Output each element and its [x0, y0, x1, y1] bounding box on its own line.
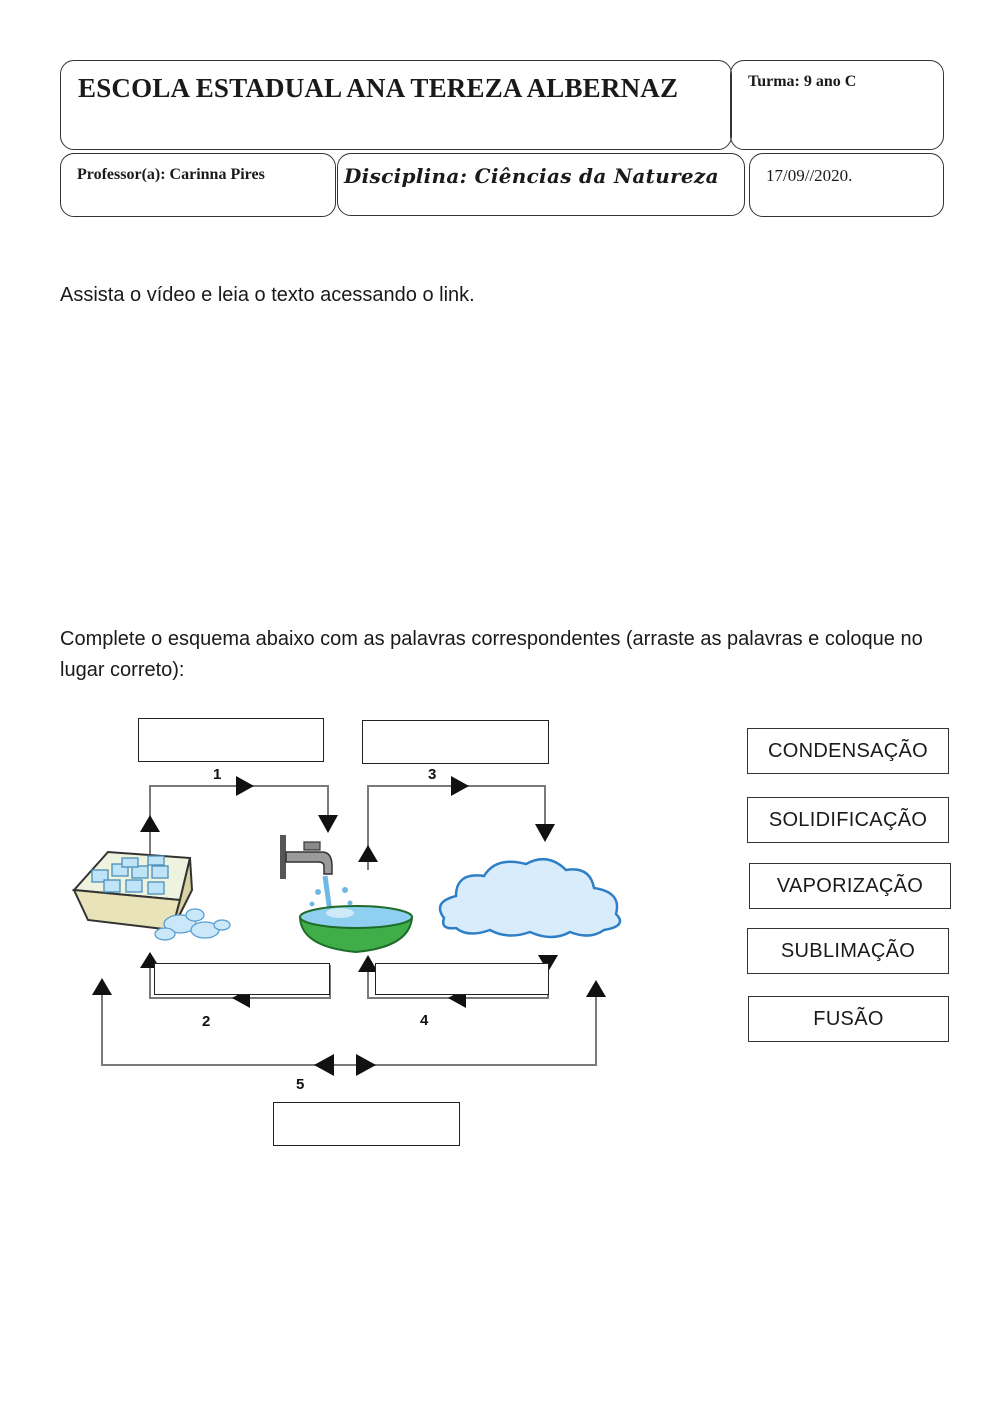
- arrow-3-down: [535, 824, 555, 842]
- step-label-1: 1: [213, 766, 221, 783]
- word-solidificacao[interactable]: SOLIDIFICAÇÃO: [747, 797, 949, 843]
- arrow-3-up: [358, 845, 378, 862]
- watch-instruction: Assista o vídeo e leia o texto acessando…: [60, 284, 475, 306]
- arrow-1-down: [318, 815, 338, 833]
- word-vaporizacao[interactable]: VAPORIZAÇÃO: [749, 863, 951, 909]
- cloud-icon: [438, 857, 622, 939]
- subject-box: Disciplina: Ciências da Natureza: [337, 153, 745, 216]
- complete-instruction: Complete o esquema abaixo com as palavra…: [60, 628, 923, 681]
- word-condensacao[interactable]: CONDENSAÇÃO: [747, 728, 949, 774]
- drop-zone-4[interactable]: [375, 963, 549, 995]
- drop-zone-2[interactable]: [154, 963, 330, 995]
- date-box: 17/09//2020.: [749, 153, 944, 217]
- arrow-3-right: [451, 776, 469, 796]
- drop-zone-5[interactable]: [273, 1102, 460, 1146]
- date-label: 17/09//2020.: [766, 166, 853, 185]
- step-label-3: 3: [428, 766, 436, 783]
- arrow-5-left: [314, 1054, 334, 1076]
- word-fusao[interactable]: FUSÃO: [748, 996, 949, 1042]
- step-label-2: 2: [202, 1013, 210, 1030]
- drop-zone-1[interactable]: [138, 718, 324, 762]
- word-sublimacao[interactable]: SUBLIMAÇÃO: [747, 928, 949, 974]
- step-labels: 1 2 3 4 5: [202, 766, 436, 1093]
- subject-label: Disciplina: Ciências da Natureza: [344, 164, 719, 188]
- teacher-box: Professor(a): Carinna Pires: [60, 153, 336, 217]
- school-name: ESCOLA ESTADUAL ANA TEREZA ALBERNAZ: [78, 73, 679, 103]
- arrow-4-up: [358, 955, 378, 972]
- ice-tray-icon: [71, 850, 231, 941]
- arrow-1-up: [140, 815, 160, 832]
- drop-zone-3[interactable]: [362, 720, 549, 764]
- arrow-5-right: [356, 1054, 376, 1076]
- class-label: Turma: 9 ano C: [748, 73, 857, 90]
- step-label-4: 4: [420, 1012, 429, 1029]
- step-label-5: 5: [296, 1076, 304, 1093]
- school-header: ESCOLA ESTADUAL ANA TEREZA ALBERNAZ: [60, 60, 732, 150]
- arrow-1-right: [236, 776, 254, 796]
- teacher-label: Professor(a): Carinna Pires: [77, 166, 265, 183]
- arrow-5-up-right: [586, 980, 606, 997]
- class-box: Turma: 9 ano C: [730, 60, 944, 150]
- faucet-basin-icon: [280, 835, 414, 954]
- arrow-5-up-left: [92, 978, 112, 995]
